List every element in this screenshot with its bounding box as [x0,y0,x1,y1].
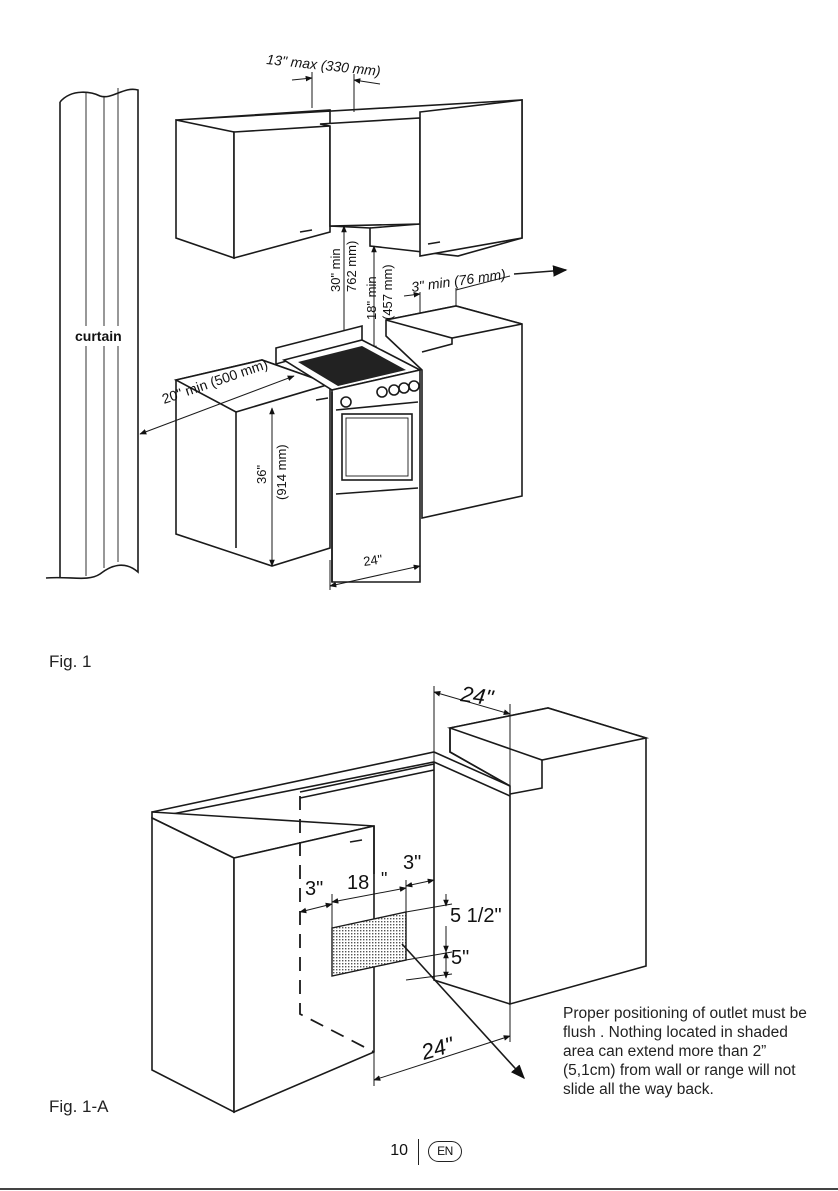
fig-1a-caption: Fig. 1-A [49,1097,109,1116]
figure-1-diagram: curtain 13" max (330 mm) 30" min 762 mm)… [45,51,568,590]
dim-cutout-depth: 24" [418,1032,458,1066]
figure-1a-diagram: 24" 3" 18 " 3" 5 1/2" 5" 24" [151,681,650,1114]
dim-hood-max: 13" max (330 mm) [266,51,382,79]
hood-width-dimension [291,72,381,112]
bottom-rule [0,1188,838,1190]
dim-outlet-width: 18 [347,872,369,894]
dim-side-clearance: 3" min (76 mm) [410,266,507,295]
dim-hood-clearance-in: 30" min [328,248,343,292]
page-footer: 10 EN [0,1139,838,1169]
fig-1-caption: Fig. 1 [49,652,92,671]
dim-right-offset: 3" [403,852,421,874]
dim-outlet-height: 5 1/2" [450,905,502,927]
vertical-offset-dimensions [405,894,453,981]
cutout-outline [299,796,375,1053]
page-number: 10 [390,1142,408,1159]
curtain-label: curtain [75,328,122,344]
dim-hood-clearance-mm: 762 mm) [344,241,359,292]
right-cabinet [446,707,650,1006]
dim-cabinet-clearance-mm: (457 mm) [380,264,395,320]
language-badge: EN [428,1141,462,1162]
right-base-cabinet [385,305,523,519]
dim-counter-height-mm: (914 mm) [274,444,289,500]
footer-separator [418,1139,419,1165]
horizontal-offset-dimensions [299,872,435,928]
dim-range-width: 24" [362,551,383,569]
wall-cabinets [175,99,523,260]
outlet-positioning-note: Proper positioning of outlet must be flu… [563,1005,807,1098]
dim-outlet-width-unit: " [381,869,387,889]
curtain-clearance-line [139,375,295,435]
dim-left-offset: 3" [305,878,323,900]
dim-cabinet-clearance-in: 18" min [364,276,379,320]
dim-floor-offset: 5" [451,947,469,969]
bottom-depth-dimension [373,1004,511,1086]
dim-cutout-width-top: 24" [458,681,496,711]
range-width-dimension [329,556,421,590]
dim-counter-height-in: 36" [254,465,269,484]
range-drawing [275,324,423,583]
curtain-drawing [45,88,139,580]
top-width-dimension [433,686,511,796]
